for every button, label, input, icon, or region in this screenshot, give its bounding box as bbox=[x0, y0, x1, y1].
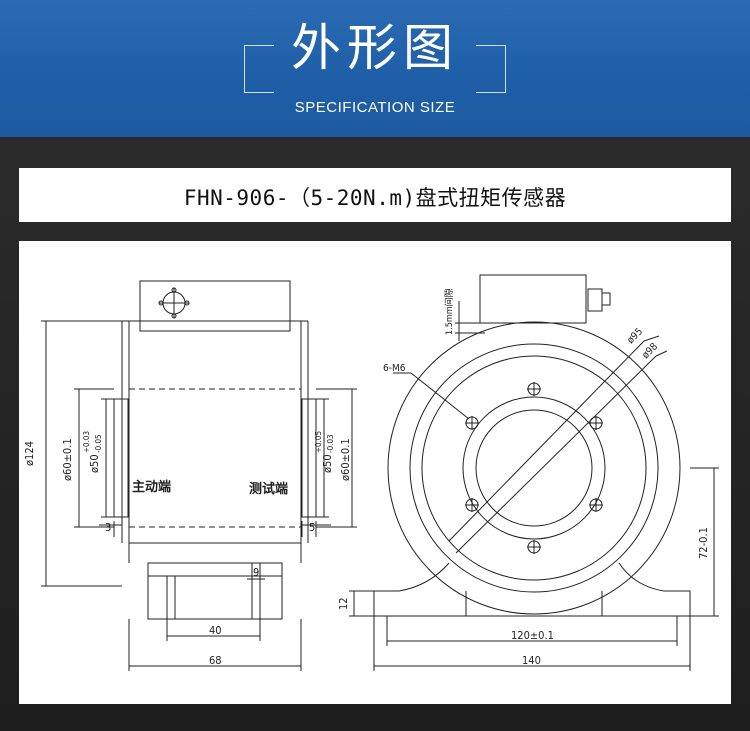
technical-drawing: ø124 ø60±0.1 ø50 +0.03 -0.05 主动端 3 测试端 ø… bbox=[23, 274, 719, 671]
dim-bolt: 6-M6 bbox=[383, 363, 406, 374]
model-name: FHN-906-（5-20N.m)盘式扭矩传感器 bbox=[183, 186, 567, 210]
dim-left-shaft: ø60±0.1 bbox=[61, 438, 74, 481]
dim-right-bore-tol-lower: -0.03 bbox=[326, 434, 335, 453]
dim-right-shaft: ø60±0.1 bbox=[339, 438, 352, 481]
title-frame-right bbox=[476, 45, 506, 93]
dim-right-step: 5 bbox=[309, 521, 315, 534]
dim-base-inner: 40 bbox=[209, 624, 222, 637]
page-header: 外形图 SPECIFICATION SIZE bbox=[0, 0, 750, 137]
flange-circle-98 bbox=[409, 343, 659, 593]
dim-left-bore: ø50 bbox=[88, 454, 101, 473]
model-title-bar: FHN-906-（5-20N.m)盘式扭矩传感器 bbox=[19, 168, 731, 222]
label-drive-end: 主动端 bbox=[132, 479, 171, 495]
flange-outer-circle bbox=[387, 321, 681, 615]
dim-dia-98: ø98 bbox=[640, 341, 660, 361]
dim-left-step: 3 bbox=[105, 521, 111, 534]
sensor-base-side bbox=[147, 562, 283, 620]
dim-outer-dia: ø124 bbox=[23, 441, 36, 466]
flange-circle-95 bbox=[421, 355, 647, 581]
title-frame-left bbox=[244, 45, 274, 93]
dim-slot: 9 bbox=[253, 566, 259, 579]
page-subtitle: SPECIFICATION SIZE bbox=[294, 99, 456, 116]
connector-box bbox=[139, 280, 291, 332]
sensor-body-side bbox=[128, 320, 302, 544]
dim-foot: 12 bbox=[337, 597, 350, 610]
dim-left-bore-tol-lower: -0.05 bbox=[94, 434, 103, 453]
page-title: 外形图 bbox=[291, 19, 459, 77]
technical-drawing-panel: ø124 ø60±0.1 ø50 +0.03 -0.05 主动端 3 测试端 ø… bbox=[19, 241, 731, 704]
dim-height: 72-0.1 bbox=[697, 527, 710, 559]
inner-bore-circle bbox=[475, 409, 593, 527]
dim-base-total: 68 bbox=[209, 654, 222, 667]
bolt-circle bbox=[462, 396, 606, 540]
connector-box-front bbox=[479, 274, 587, 324]
dim-hole-spacing: 120±0.1 bbox=[511, 629, 554, 642]
dim-total-width: 140 bbox=[522, 654, 541, 667]
dim-gap: 1.5mm间隙 bbox=[443, 288, 455, 335]
dim-right-bore-tol-upper: +0.05 bbox=[314, 431, 323, 453]
dim-left-bore-tol-upper: +0.03 bbox=[82, 431, 91, 453]
dim-right-bore: ø50 bbox=[321, 454, 334, 473]
label-test-end: 测试端 bbox=[249, 481, 288, 497]
